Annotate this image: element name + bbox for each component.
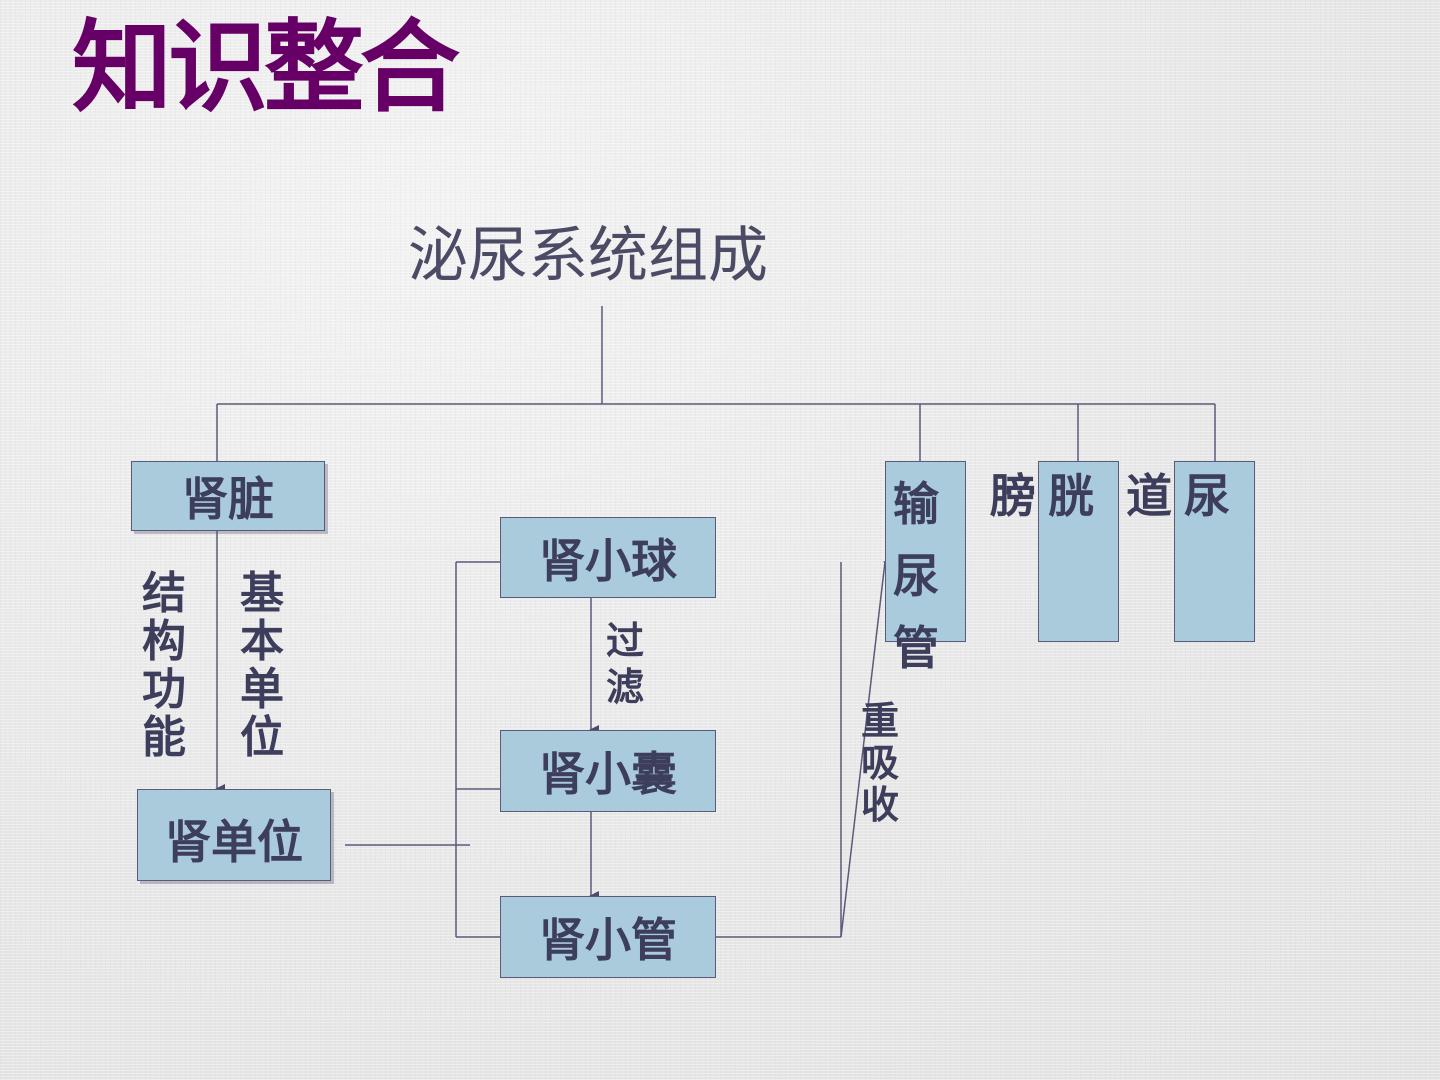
nephron-label: 肾单位 [165, 815, 303, 869]
reabsorption-label: 重吸收 [860, 699, 899, 827]
bladder-label: 膀胱 [990, 469, 1106, 523]
urethra-char-1: 尿 [1184, 469, 1230, 523]
glomerulus-label: 肾小球 [539, 533, 677, 588]
slide-title: 知识整合 [72, 9, 460, 126]
tubule-label: 肾小管 [539, 913, 677, 967]
basic-unit-label: 基本单位 [240, 568, 284, 763]
capsule-box: 肾小囊 [500, 730, 716, 812]
urethra-char-2: 道 [1126, 469, 1172, 523]
structure-function-label: 结构功能 [142, 568, 186, 763]
arrow-reabsorb-ureter [840, 558, 896, 938]
urethra-label: 道尿 [1126, 468, 1230, 524]
tubule-box: 肾小管 [500, 896, 716, 978]
capsule-label: 肾小囊 [539, 747, 677, 801]
ureter-box [885, 461, 966, 642]
ureter-label: 输尿管 [893, 477, 939, 675]
bladder-box [1038, 461, 1119, 642]
kidney-box: 肾脏 [131, 461, 325, 531]
glomerulus-box: 肾小球 [500, 517, 716, 598]
urethra-box [1174, 461, 1255, 642]
root-node-label: 泌尿系统组成 [408, 221, 768, 291]
filtration-label: 过滤 [605, 619, 644, 709]
nephron-box: 肾单位 [137, 789, 331, 881]
urethra-label-text: 道尿 [1126, 469, 1230, 523]
kidney-label: 肾脏 [182, 472, 274, 526]
